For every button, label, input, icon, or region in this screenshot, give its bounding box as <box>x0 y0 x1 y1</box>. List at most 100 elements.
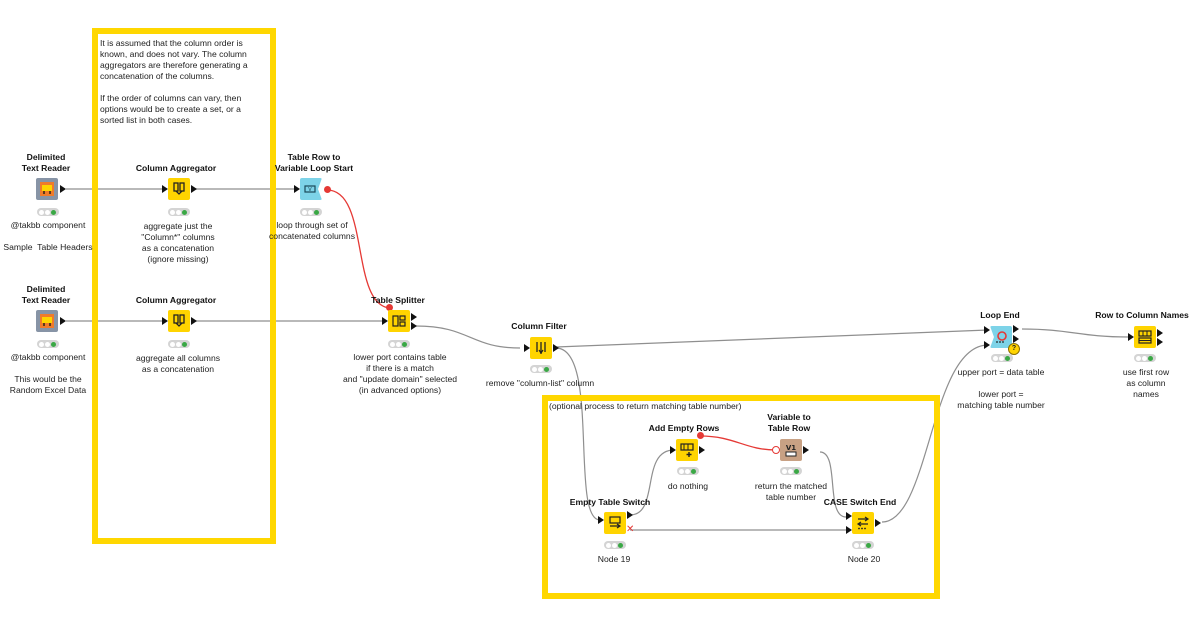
splitter-icon <box>392 315 406 327</box>
output-port[interactable] <box>191 185 197 193</box>
input-port[interactable] <box>670 446 676 454</box>
input-port-upper[interactable] <box>846 512 852 520</box>
connection-emptyswitch-addempty <box>629 449 675 516</box>
node-title-caseend: CASE Switch End <box>823 497 897 507</box>
output-port[interactable] <box>60 185 66 193</box>
status-indicator <box>1134 354 1156 362</box>
node-title-loopstart: Table Row to Variable Loop Start <box>274 152 354 173</box>
output-port[interactable] <box>875 519 881 527</box>
input-port[interactable] <box>1128 333 1134 341</box>
input-port[interactable] <box>382 317 388 325</box>
status-indicator <box>300 208 322 216</box>
status-indicator <box>677 467 699 475</box>
annotation-optional-process <box>542 395 940 599</box>
connection-loopend-rowtocol <box>1021 328 1129 338</box>
annotation-column-order-text: It is assumed that the column order is k… <box>100 38 248 125</box>
connection-caseend-loopend <box>881 344 989 523</box>
input-port-lower[interactable] <box>984 341 990 349</box>
connection-splitter-colfilter <box>415 325 521 349</box>
node-agg2[interactable] <box>168 310 190 332</box>
status-indicator <box>37 340 59 348</box>
input-port[interactable] <box>524 344 530 352</box>
node-caseend[interactable] <box>852 512 874 534</box>
node-desc-loopstart: loop through set of concatenated columns <box>269 220 355 241</box>
status-indicator <box>168 340 190 348</box>
output-port[interactable] <box>1157 329 1163 337</box>
node-desc-agg2: aggregate all columns as a concatenation <box>135 353 221 374</box>
status-indicator <box>530 365 552 373</box>
node-desc-caseend: Node 20 <box>847 554 881 564</box>
node-title-loopend: Loop End <box>980 310 1020 320</box>
node-colfilter[interactable] <box>530 337 552 359</box>
flow-variable-port[interactable] <box>697 432 704 439</box>
node-reader1[interactable] <box>36 178 58 200</box>
warning-icon: ? <box>1008 343 1020 355</box>
node-title-var2row: Variable to Table Row <box>767 412 811 433</box>
node-desc-splitter: lower port contains table if there is a … <box>342 352 458 395</box>
status-indicator <box>991 354 1013 362</box>
output-port[interactable] <box>60 317 66 325</box>
node-desc-rowtocol: use first row as column names <box>1122 367 1170 399</box>
output-port[interactable] <box>191 317 197 325</box>
component-icon <box>40 182 54 196</box>
node-title-reader2: Delimited Text Reader <box>21 284 71 305</box>
node-desc-reader1: @takbb component Sample Table Headers <box>3 220 93 252</box>
node-agg1[interactable] <box>168 178 190 200</box>
aggregator-icon <box>173 182 185 195</box>
connection-colfilter-emptyswitch <box>555 347 601 521</box>
output-port-upper[interactable] <box>1013 325 1019 333</box>
node-rowtocol[interactable] <box>1134 326 1156 348</box>
status-indicator <box>852 541 874 549</box>
input-port[interactable] <box>598 516 604 524</box>
node-reader2[interactable] <box>36 310 58 332</box>
node-addempty[interactable] <box>676 439 698 461</box>
node-desc-emptyswitch: Node 19 <box>597 554 631 564</box>
svg-text:V1: V1 <box>786 444 796 452</box>
status-indicator <box>604 541 626 549</box>
output-port[interactable] <box>699 446 705 454</box>
flow-variable-port[interactable] <box>324 186 331 193</box>
node-title-reader1: Delimited Text Reader <box>21 152 71 173</box>
output-port-upper[interactable] <box>411 313 417 321</box>
node-splitter[interactable] <box>388 310 410 332</box>
node-desc-loopend: upper port = data table lower port = mat… <box>957 367 1045 410</box>
node-desc-var2row: return the matched table number <box>754 481 828 502</box>
aggregator-icon <box>173 314 185 327</box>
variable-icon: V1 <box>785 444 797 457</box>
input-port-upper[interactable] <box>984 326 990 334</box>
output-port-upper[interactable] <box>627 511 633 519</box>
output-port-lower[interactable] <box>1157 338 1163 346</box>
output-port[interactable] <box>803 446 809 454</box>
node-loopstart[interactable]: V <box>300 178 322 200</box>
node-desc-colfilter: remove "column-list" column <box>485 378 595 388</box>
node-title-addempty: Add Empty Rows <box>648 423 720 433</box>
input-port[interactable] <box>162 317 168 325</box>
flowvar-loopstart-splitter <box>326 189 391 309</box>
flow-variable-port[interactable] <box>386 304 393 311</box>
connection-colfilter-loopend <box>555 329 989 348</box>
output-port-lower[interactable] <box>411 322 417 330</box>
annotation-optional-process-text: (optional process to return matching tab… <box>549 401 742 411</box>
loop-end-icon <box>996 331 1007 343</box>
add-rows-icon <box>680 443 694 457</box>
node-var2row[interactable]: V1 <box>780 439 802 461</box>
output-port[interactable] <box>553 344 559 352</box>
input-port-lower[interactable] <box>846 526 852 534</box>
component-icon <box>40 314 54 328</box>
node-emptyswitch[interactable] <box>604 512 626 534</box>
connection-var2row-caseend <box>819 451 847 518</box>
output-port-lower[interactable] <box>1013 335 1019 343</box>
input-port[interactable] <box>162 185 168 193</box>
flow-variable-input-port[interactable] <box>772 446 780 454</box>
node-title-rowtocol: Row to Column Names <box>1095 310 1189 320</box>
node-title-agg2: Column Aggregator <box>135 295 217 305</box>
input-port[interactable] <box>294 185 300 193</box>
node-title-colfilter: Column Filter <box>511 321 567 331</box>
node-title-agg1: Column Aggregator <box>135 163 217 173</box>
node-loopend[interactable] <box>990 326 1012 348</box>
switch-icon <box>609 516 622 529</box>
row-to-col-icon <box>1138 330 1152 344</box>
node-desc-addempty: do nothing <box>667 481 709 491</box>
status-indicator <box>168 208 190 216</box>
